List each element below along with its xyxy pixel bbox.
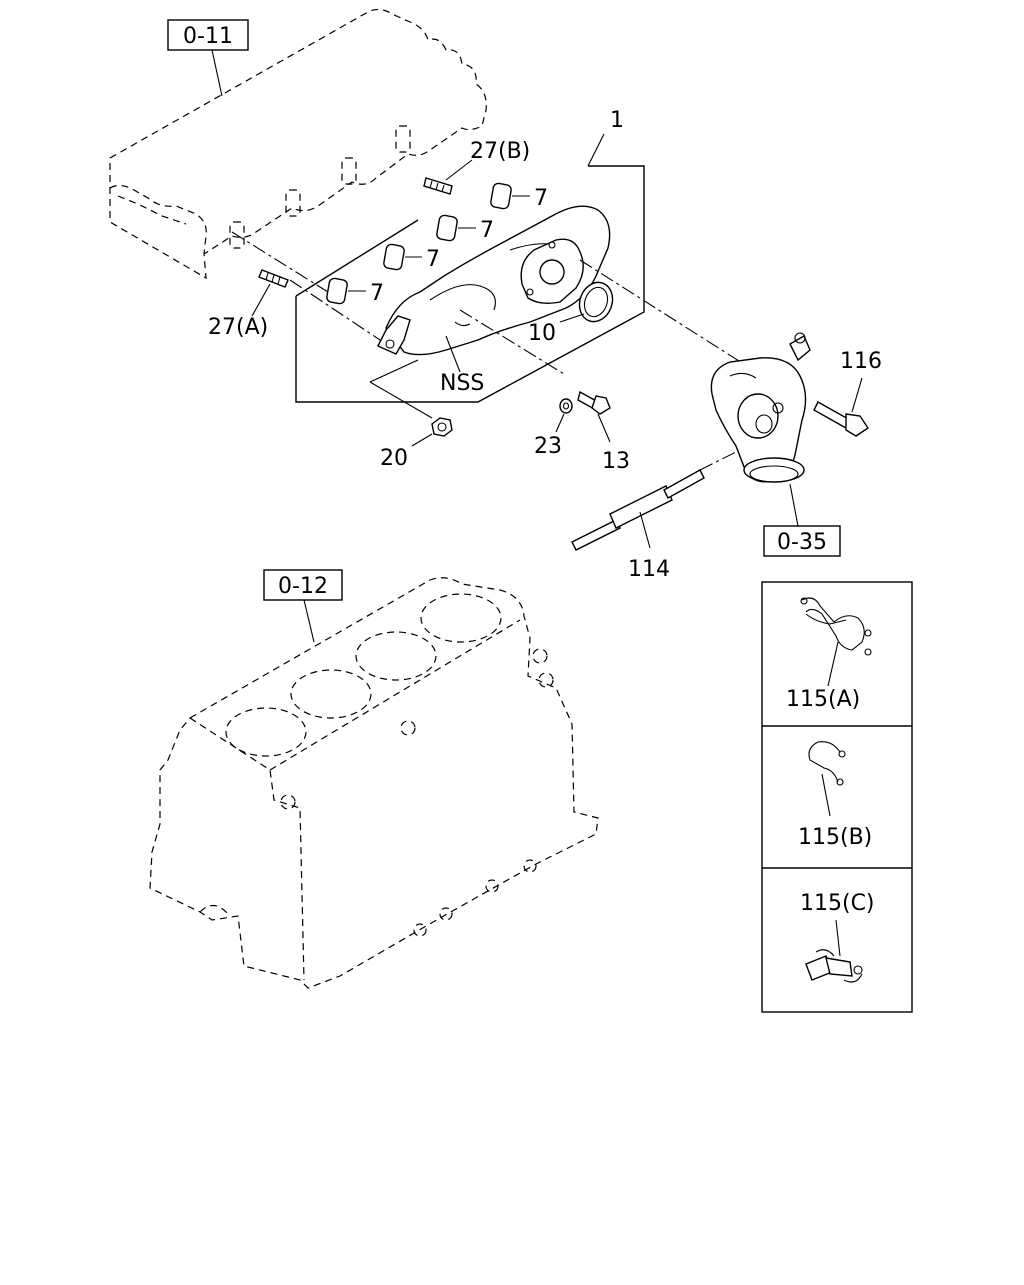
ref-box-water-pipe[interactable]: 0-35 [763,525,841,557]
ref-box-cylinder-block[interactable]: 0-12 [263,569,343,601]
outlet-bolt[interactable] [813,401,869,437]
o-ring[interactable] [574,278,618,327]
gasket-1[interactable] [326,277,348,305]
clip-c[interactable] [805,949,863,983]
intake-manifold[interactable] [377,205,611,356]
clip-b-label: 115(B) [798,825,872,850]
callout-gasket-4: 7 [534,186,548,211]
cylinder-head-outline [109,8,487,280]
ref-box-cylinder-head[interactable]: 0-11 [167,19,249,51]
nut[interactable] [431,417,453,437]
ref-cylinder-head-label: 0-11 [183,24,233,49]
gasket-4[interactable] [490,182,512,210]
stud-a[interactable] [258,269,289,288]
ref-water-pipe-label: 0-35 [777,530,827,555]
callout-washer: 23 [534,434,562,459]
callout-oring: 10 [528,321,556,346]
callout-outlet-bolt: 116 [840,349,882,374]
bypass-pipe[interactable] [571,469,705,551]
clip-c-label: 115(C) [800,891,875,916]
callout-gasket-1: 7 [370,281,384,306]
bolt[interactable] [577,390,611,415]
callout-manifold: 1 [610,108,624,133]
cylinder-block-outline [149,577,599,989]
callout-stud-b: 27(B) [470,139,530,164]
clip-variants-panel [761,581,913,1013]
callout-gasket-2: 7 [426,247,440,272]
clip-a-label: 115(A) [786,687,860,712]
callout-pipe: 114 [628,557,670,582]
callout-gasket-3: 7 [480,218,494,243]
water-outlet-housing[interactable] [710,332,811,483]
callout-nut: 20 [380,446,408,471]
stud-b[interactable] [423,177,453,195]
washer[interactable] [559,398,573,414]
callout-bolt: 13 [602,449,630,474]
gasket-3[interactable] [436,214,458,242]
clip-a[interactable] [800,597,872,656]
clip-b[interactable] [808,741,846,786]
gasket-2[interactable] [383,243,405,271]
ref-cylinder-block-label: 0-12 [278,574,328,599]
callout-nss: NSS [440,371,484,396]
callout-stud-a: 27(A) [208,315,268,340]
